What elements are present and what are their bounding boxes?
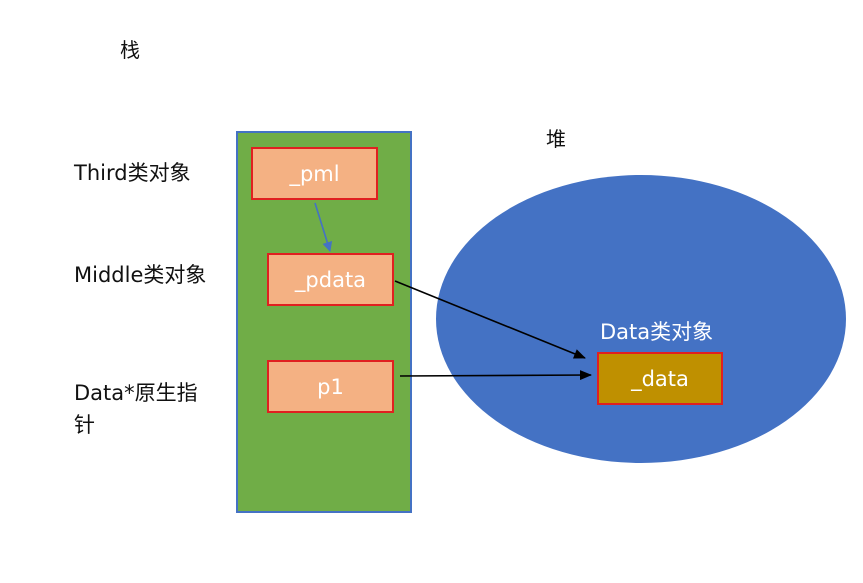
stack-title: 栈 [120,38,140,62]
p1-box: p1 [267,360,394,413]
middle-object-label: Middle类对象 [74,263,207,287]
third-object-label: Third类对象 [74,161,191,185]
heap-object-label: Data类对象 [600,320,714,344]
pdata-box: _pdata [267,253,394,306]
raw-pointer-label-line1: Data*原生指 [74,381,198,405]
data-box: _data [597,352,723,405]
pml-box: _pml [251,147,378,200]
heap-title: 堆 [546,127,566,151]
raw-pointer-label-line2: 针 [74,413,95,437]
